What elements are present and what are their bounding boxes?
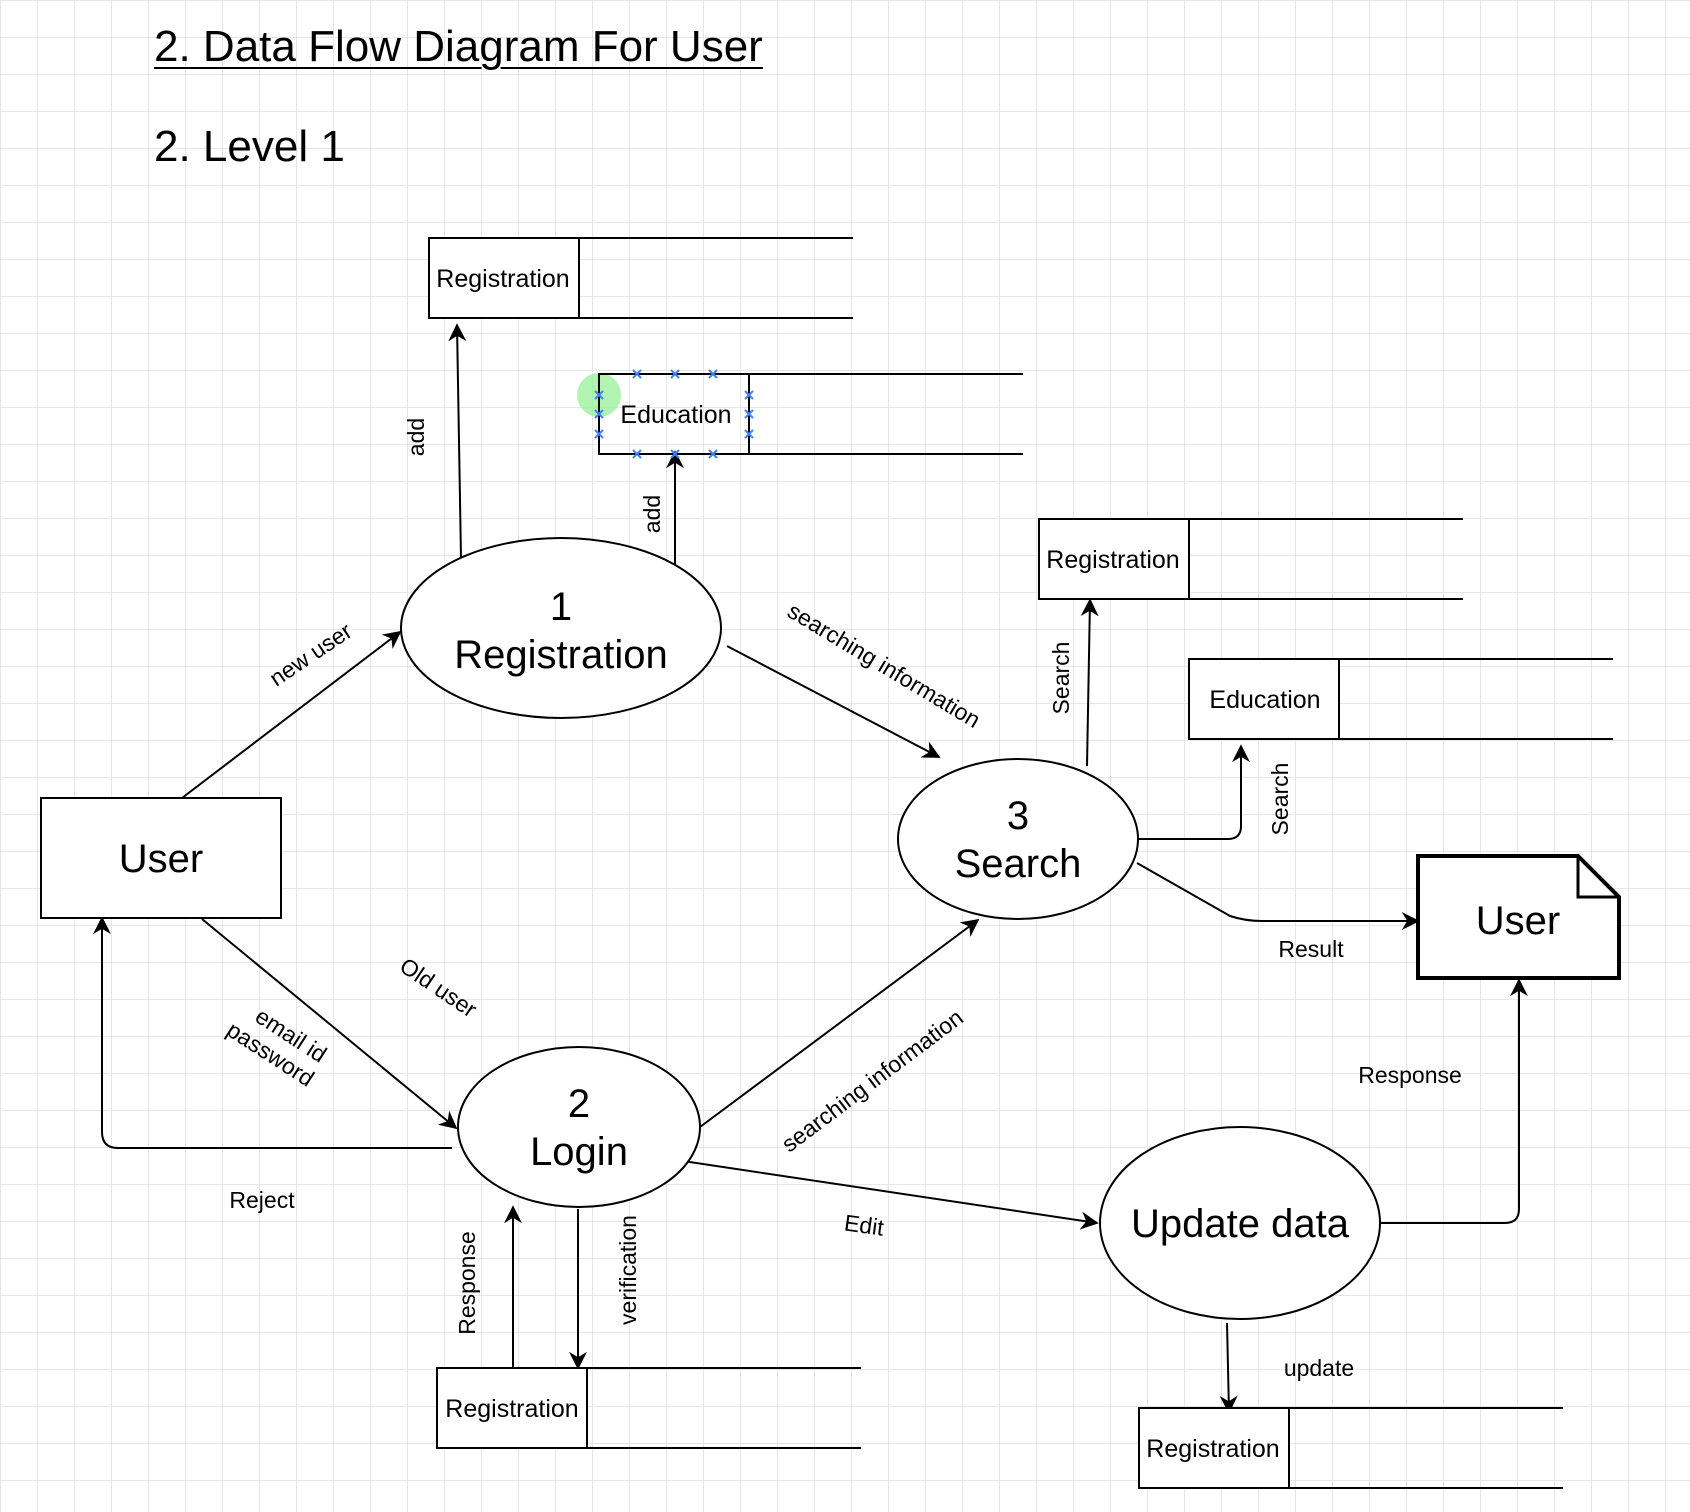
entity-user-right-label: User [1476,899,1560,943]
label-old-user: Old user [395,952,482,1022]
store-education-search[interactable]: Education [1188,658,1613,740]
store-registration-update[interactable]: Registration [1138,1407,1563,1489]
store-registration-top[interactable]: Registration [428,237,853,319]
flow-lines [93,323,1528,1414]
entity-user-right-document[interactable] [1416,854,1621,980]
store-registration-login-label: Registration [445,1395,578,1423]
label-reject: Reject [229,1187,295,1213]
connection-point-icon[interactable] [632,369,642,379]
label-verification: verification [615,1215,641,1325]
store-registration-search-label-box[interactable] [1038,518,1190,600]
process-registration-shape[interactable] [400,537,722,719]
process-search-name: Search [955,842,1082,886]
process-registration[interactable]: 1 Registration [400,537,722,719]
flow-edit[interactable] [682,1160,1099,1230]
connection-point-icon[interactable] [670,369,680,379]
entity-user-left[interactable]: User [40,797,282,919]
process-update-data-shape[interactable] [1099,1126,1381,1320]
store-registration-login[interactable]: Registration [436,1367,861,1449]
connection-point-icon[interactable] [670,449,680,459]
process-search[interactable]: 3 Search [897,758,1139,920]
connection-point-icon[interactable] [744,390,754,400]
store-education-top-label: Education [620,401,731,429]
process-login-shape[interactable] [457,1046,701,1208]
store-registration-top-label-box[interactable] [428,237,580,319]
page-fold-icon [1576,856,1619,899]
entity-user-right[interactable]: User [1416,854,1621,980]
connection-point-icon[interactable] [708,369,718,379]
process-update-data[interactable]: Update data [1099,1126,1381,1320]
flow-reject[interactable] [93,916,452,1149]
connection-point-icon[interactable] [632,449,642,459]
connection-point-icon[interactable] [744,409,754,419]
store-registration-search-label: Registration [1046,546,1179,574]
flow-add-registration[interactable] [448,323,467,559]
label-email-password: email id password [222,1003,331,1092]
store-registration-top-label: Registration [436,265,569,293]
label-new-user: new user [265,617,357,691]
level-heading: 2. Level 1 [154,122,345,171]
flow-new-user[interactable] [181,630,402,799]
store-registration-update-label-box[interactable] [1138,1407,1290,1489]
connection-point-icon[interactable] [594,390,604,400]
process-registration-number: 1 [550,585,572,629]
store-registration-update-label: Registration [1146,1435,1279,1463]
flow-searching-information-bottom[interactable] [699,918,980,1128]
store-education-search-label-box[interactable] [1188,658,1340,740]
label-add-registration: add [403,418,429,456]
connection-point-icon[interactable] [594,429,604,439]
flow-response-user[interactable] [1381,978,1528,1224]
entity-user-left-label: User [119,837,203,881]
label-response-user: Response [1358,1062,1462,1088]
store-registration-search[interactable]: Registration [1038,518,1463,600]
process-login-number: 2 [568,1082,590,1126]
label-result: Result [1278,936,1344,962]
label-searching-information-top: searching information [783,597,985,733]
connection-point-icon[interactable] [744,429,754,439]
label-add-education: add [639,495,665,533]
flow-update[interactable] [1219,1322,1238,1414]
connection-points[interactable] [594,369,754,459]
flow-search-education[interactable] [1139,744,1250,840]
store-registration-login-label-box[interactable] [436,1367,588,1449]
process-search-shape[interactable] [897,758,1139,920]
connection-point-icon[interactable] [594,409,604,419]
process-update-data-name: Update data [1131,1202,1350,1246]
diagram-title: 2. Data Flow Diagram For User [154,22,763,71]
entity-user-left-box[interactable] [40,797,282,919]
flow-email-password[interactable] [201,918,458,1130]
process-search-number: 3 [1007,794,1029,838]
store-education-search-label: Education [1209,686,1320,714]
process-login-name: Login [530,1130,628,1174]
flow-searching-information-top[interactable] [726,645,941,758]
store-education-top[interactable]: Education [577,369,1023,459]
label-search-registration: Search [1048,642,1074,715]
flow-result[interactable] [1136,862,1420,930]
label-update: update [1284,1355,1354,1381]
process-registration-name: Registration [454,633,667,677]
flow-search-registration[interactable] [1080,598,1099,767]
process-login[interactable]: 2 Login [457,1046,701,1208]
label-edit: Edit [843,1209,886,1240]
label-search-education: Search [1267,763,1293,836]
label-response-login: Response [454,1231,480,1335]
label-searching-information-bottom: searching information [777,1004,968,1157]
connection-point-icon[interactable] [708,449,718,459]
